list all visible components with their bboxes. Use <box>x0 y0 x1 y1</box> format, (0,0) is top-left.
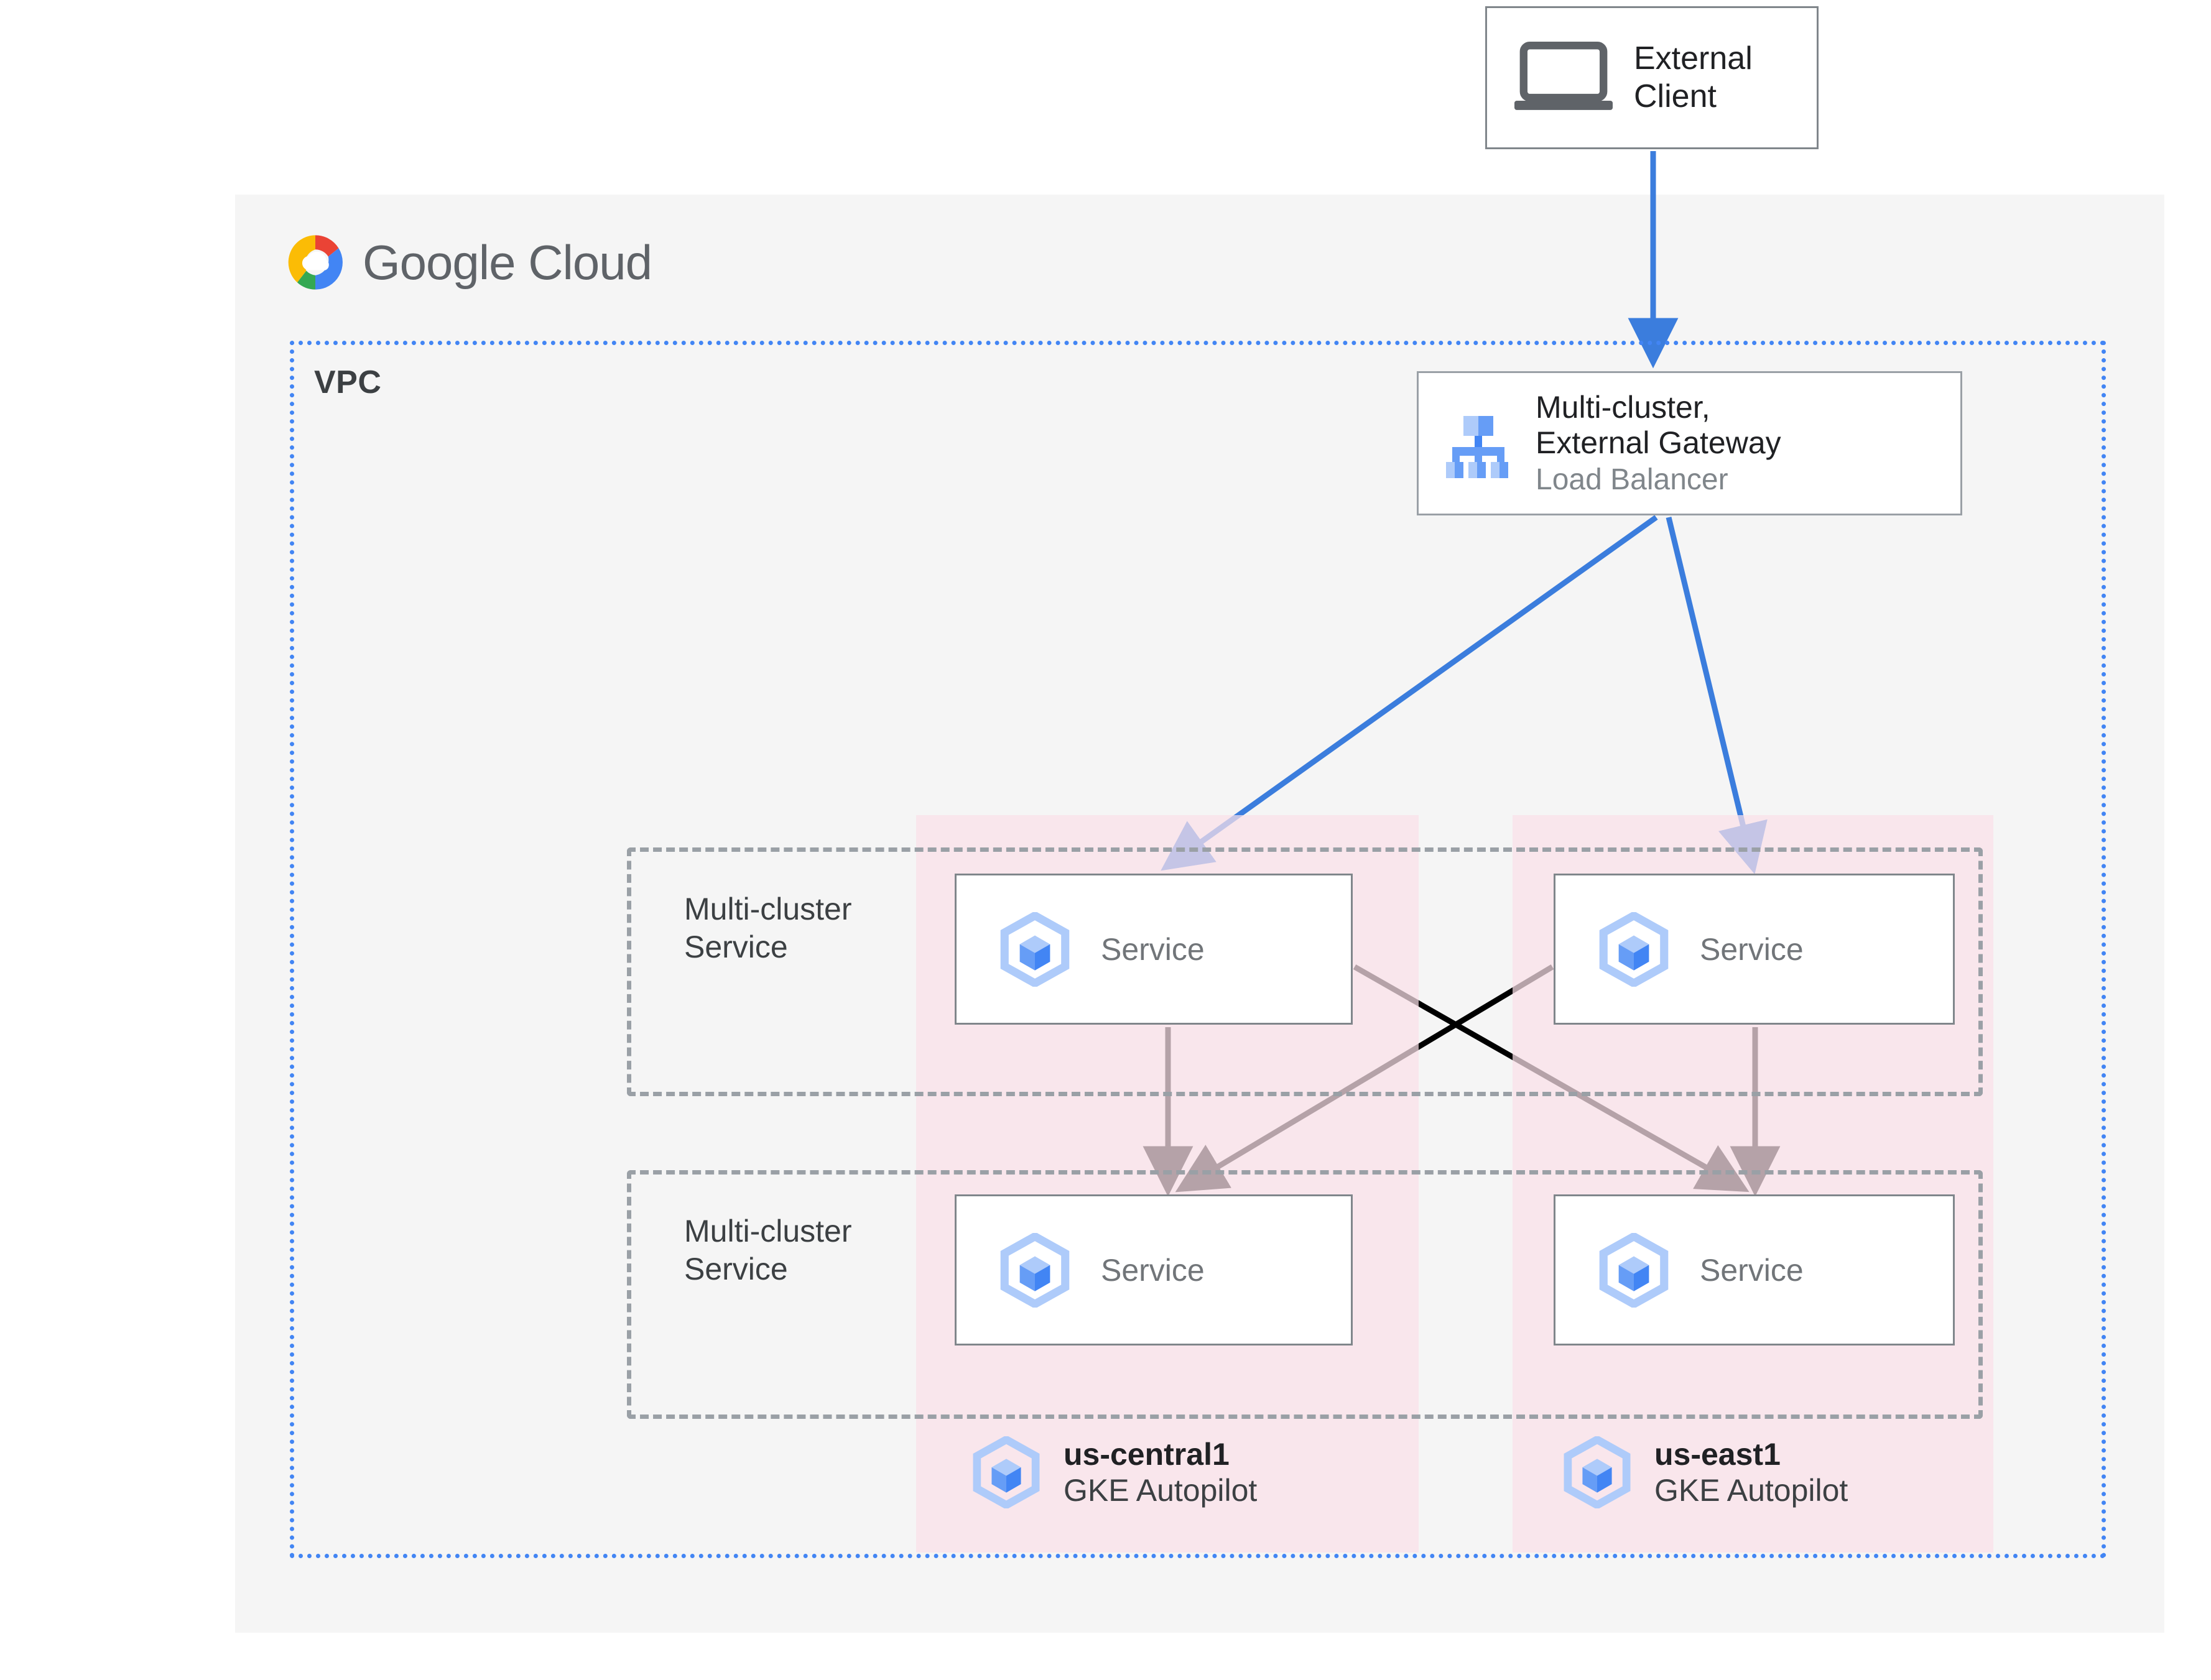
external-client-node[interactable]: External Client <box>1485 6 1819 149</box>
gke-service-icon <box>1000 912 1070 987</box>
cluster-kind: GKE Autopilot <box>1064 1473 1258 1508</box>
gke-service-icon <box>1000 1232 1070 1308</box>
service-node-top-right[interactable]: Service <box>1554 874 1955 1025</box>
google-cloud-wordmark: Google Cloud <box>363 238 652 287</box>
multi-cluster-service-label-2: Multi-cluster Service <box>684 1214 852 1286</box>
multi-cluster-gateway-node[interactable]: Multi-cluster, External Gateway Load Bal… <box>1417 371 1962 515</box>
cluster-text-block: us-central1 GKE Autopilot <box>1064 1436 1257 1508</box>
gke-service-icon <box>1599 912 1669 987</box>
service-label: Service <box>1700 1252 1804 1288</box>
service-label: Service <box>1101 1252 1205 1288</box>
service-node-bottom-right[interactable]: Service <box>1554 1194 1955 1345</box>
cluster-text-block: us-east1 GKE Autopilot <box>1654 1436 1848 1508</box>
brand-word-google: Google <box>363 235 516 290</box>
service-label: Service <box>1700 931 1804 967</box>
multi-cluster-service-container-2 <box>627 1170 1983 1419</box>
laptop-icon <box>1514 41 1613 110</box>
gke-cluster-icon <box>1564 1436 1631 1508</box>
multi-cluster-service-container-1 <box>627 847 1983 1096</box>
cluster-footer-us-central1: us-central1 GKE Autopilot <box>970 1436 1257 1508</box>
vpc-label: VPC <box>314 364 382 400</box>
multi-cluster-service-label-1: Multi-cluster Service <box>684 892 852 964</box>
service-node-top-left[interactable]: Service <box>955 874 1353 1025</box>
cluster-footer-us-east1: us-east1 GKE Autopilot <box>1561 1436 1848 1508</box>
service-node-bottom-left[interactable]: Service <box>955 1194 1353 1345</box>
cluster-name: us-central1 <box>1064 1437 1230 1472</box>
brand-word-cloud: Cloud <box>528 235 652 290</box>
vpc-container <box>290 341 2106 1558</box>
service-label: Service <box>1101 931 1205 967</box>
gke-service-icon <box>1599 1232 1669 1308</box>
gke-cluster-icon <box>973 1436 1040 1508</box>
gateway-title: Multi-cluster, External Gateway <box>1536 389 1781 460</box>
cluster-kind: GKE Autopilot <box>1654 1473 1848 1508</box>
cluster-name: us-east1 <box>1654 1437 1781 1472</box>
google-cloud-branding: Google Cloud <box>283 225 718 300</box>
external-client-label: External Client <box>1634 40 1753 114</box>
gateway-text-block: Multi-cluster, External Gateway Load Bal… <box>1536 390 1781 497</box>
google-cloud-logo-icon <box>288 235 343 290</box>
load-balancer-icon <box>1446 416 1508 478</box>
gateway-subtitle: Load Balancer <box>1536 463 1728 496</box>
